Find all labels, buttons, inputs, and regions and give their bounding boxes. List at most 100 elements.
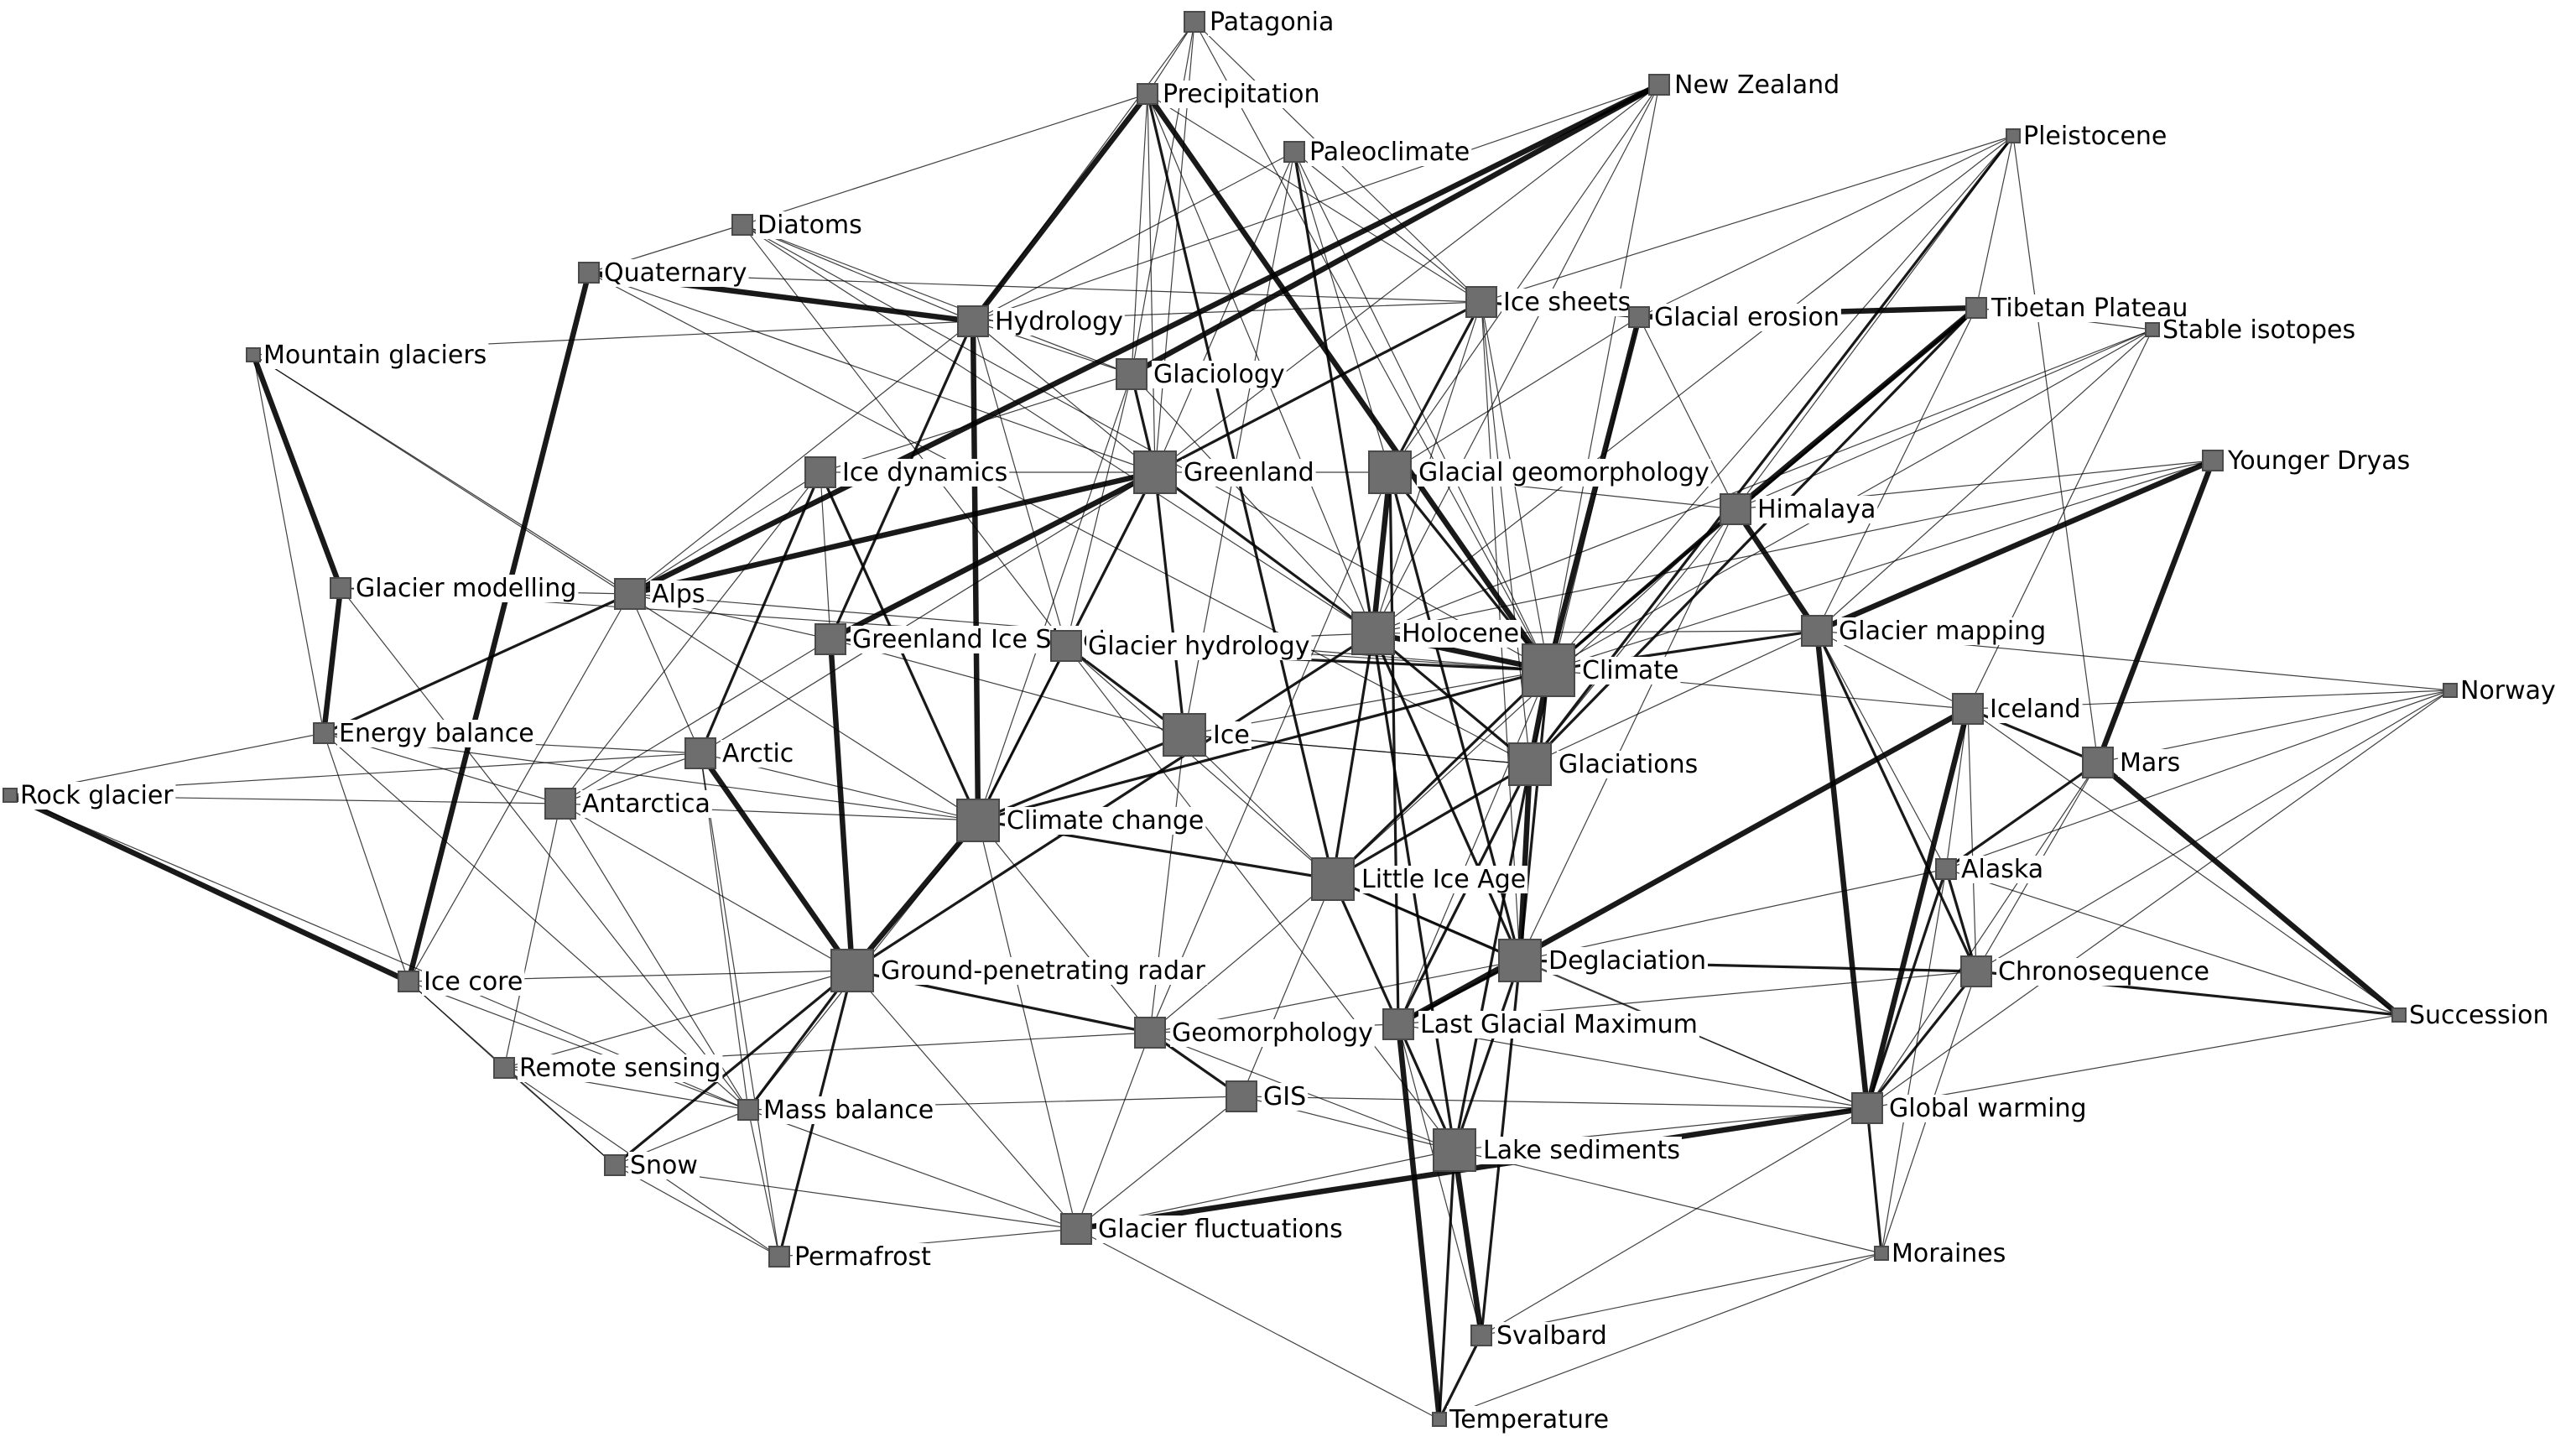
node-label-background-geomorphology (1170, 1019, 1375, 1047)
node-younger-dryas: Younger Dryas (2202, 446, 2412, 476)
edge-succession-iceland (1967, 708, 2400, 1016)
edge-holocene-ground-penetrating-radar (851, 632, 1375, 972)
node-label-climate: Climate (1582, 656, 1678, 685)
node-rock-glacier: Rock glacier (3, 781, 176, 810)
node-marker-glaciology (1116, 358, 1147, 390)
node-label-background-glaciology (1152, 361, 1287, 388)
edge-gis-global-warming (1241, 1096, 1868, 1109)
node-label-background-ice-sheets (1501, 289, 1633, 316)
node-marker-mass-balance (737, 1099, 759, 1121)
edge-new-zealand-alps (627, 81, 1663, 597)
edge-antarctica-remote-sensing (503, 803, 561, 1069)
edge-alaska-global-warming (1866, 867, 1948, 1110)
edge-ice-climate-change (976, 733, 1186, 822)
node-marker-temperature (1432, 1412, 1447, 1427)
edge-new-zealand-greenland (1154, 84, 1660, 473)
node-marker-permafrost (768, 1246, 790, 1268)
edge-mass-balance-permafrost (747, 1109, 780, 1257)
node-label-deglaciation: Deglaciation (1548, 946, 1706, 976)
edge-global-warming-moraines (1866, 1106, 1883, 1255)
edge-paleoclimate-holocene (1293, 150, 1375, 635)
node-marker-ice-dynamics (804, 456, 836, 488)
node-marker-ground-penetrating-radar (830, 949, 874, 992)
edge-greenland-ice-sheet-ice (830, 638, 1185, 736)
node-label-background-alaska (1959, 856, 2046, 883)
edge-younger-dryas-mars (2095, 457, 2216, 766)
node-label-background-greenland (1182, 459, 1316, 487)
edge-mountain-glaciers-glacier-modelling (250, 351, 344, 591)
edge-climate-change-glacier-fluctuations (977, 820, 1077, 1230)
edge-climate-change-geomorphology (977, 820, 1151, 1033)
edge-pleistocene-mars (2012, 135, 2099, 763)
edge-iceland-alaska (1945, 708, 1969, 870)
node-marker-iceland (1952, 693, 1984, 725)
node-label-background-permafrost (793, 1243, 934, 1271)
node-label-background-ground-penetrating-radar (879, 957, 1208, 985)
node-patagonia: Patagonia (1184, 8, 1336, 37)
node-label-background-gis (1262, 1083, 1309, 1111)
edge-glacier-modelling-mass-balance (340, 587, 749, 1111)
node-himalaya: Himalaya (1720, 493, 1878, 525)
node-ice-sheets: Ice sheets (1465, 286, 1633, 318)
node-label-snow: Snow (630, 1151, 698, 1180)
edge-pleistocene-ice-sheets (1481, 135, 2014, 303)
node-label-background-stable-isotopes (2161, 316, 2358, 344)
edge-glacial-geomorphology-last-glacial-maximum (1388, 471, 1400, 1026)
edge-precipitation-hydrology (970, 91, 1151, 325)
node-glacier-mapping: Glacier mapping (1801, 615, 2048, 647)
node-geomorphology: Geomorphology (1134, 1017, 1375, 1049)
edge-last-glacial-maximum-temperature (1395, 1021, 1443, 1423)
edge-pleistocene-himalaya (1735, 135, 2014, 510)
edge-climate-climate-change (976, 669, 1550, 822)
node-stable-isotopes: Stable isotopes (2145, 315, 2358, 345)
node-marker-last-glacial-maximum (1382, 1008, 1414, 1040)
node-label-energy-balance: Energy balance (339, 719, 534, 748)
edge-alps-energy-balance (322, 592, 632, 735)
node-label-background-ice-dynamics (840, 459, 1010, 487)
node-label-ice-dynamics: Ice dynamics (842, 458, 1007, 487)
node-marker-glaciations (1508, 742, 1552, 786)
node-label-background-patagonia (1208, 8, 1336, 36)
edge-new-zealand-climate (1548, 84, 1660, 671)
node-climate-change: Climate change (956, 799, 1206, 842)
node-pleistocene: Pleistocene (2006, 122, 2169, 151)
node-marker-younger-dryas (2202, 450, 2224, 471)
edge-ice-sheets-greenland (1153, 300, 1483, 474)
node-moraines: Moraines (1874, 1239, 2008, 1268)
node-label-glacier-hydrology: Glacier hydrology (1088, 632, 1309, 661)
edge-energy-balance-climate-change (323, 732, 979, 821)
node-label-chronosequence: Chronosequence (1998, 957, 2209, 986)
node-marker-tibetan-plateau (1965, 297, 1987, 319)
edge-succession-global-warming (1866, 1014, 2400, 1109)
node-permafrost: Permafrost (768, 1242, 934, 1272)
edge-rock-glacier-ice-core (7, 792, 412, 985)
node-marker-climate (1522, 643, 1575, 697)
node-label-background-snow (628, 1152, 700, 1179)
node-label-background-rock-glacier (18, 782, 176, 809)
node-label-background-glacial-geomorphology (1417, 459, 1711, 487)
node-mars: Mars (2082, 747, 2183, 778)
edge-mars-succession (2095, 759, 2402, 1018)
edge-ground-penetrating-radar-snow (613, 969, 854, 1167)
edge-stable-isotopes-iceland (1967, 329, 2153, 710)
node-label-greenland: Greenland (1184, 458, 1314, 487)
node-label-background-iceland (1988, 695, 2083, 723)
edge-new-zealand-holocene (1372, 84, 1660, 634)
node-label-background-arctic (721, 740, 796, 768)
node-label-background-glacier-mapping (1837, 617, 2048, 645)
edge-arctic-permafrost (700, 752, 780, 1257)
edge-alps-ice-core (408, 593, 631, 982)
node-mountain-glaciers: Mountain glaciers (246, 341, 489, 370)
edge-diatoms-glaciology (742, 224, 1132, 375)
node-marker-global-warming (1851, 1092, 1883, 1124)
edge-paleoclimate-glacial-geomorphology (1293, 151, 1391, 473)
edge-glaciations-little-ice-age (1331, 763, 1532, 881)
edge-precipitation-diatoms (742, 93, 1148, 226)
node-label-ice: Ice (1213, 721, 1250, 750)
edge-mars-global-warming (1866, 762, 2099, 1109)
edge-holocene-little-ice-age (1331, 632, 1375, 881)
node-label-precipitation: Precipitation (1163, 80, 1320, 109)
edge-mass-balance-glacier-fluctuations (747, 1109, 1077, 1230)
node-glacial-geomorphology: Glacial geomorphology (1368, 450, 1711, 494)
edge-succession-alaska (1945, 868, 2400, 1016)
